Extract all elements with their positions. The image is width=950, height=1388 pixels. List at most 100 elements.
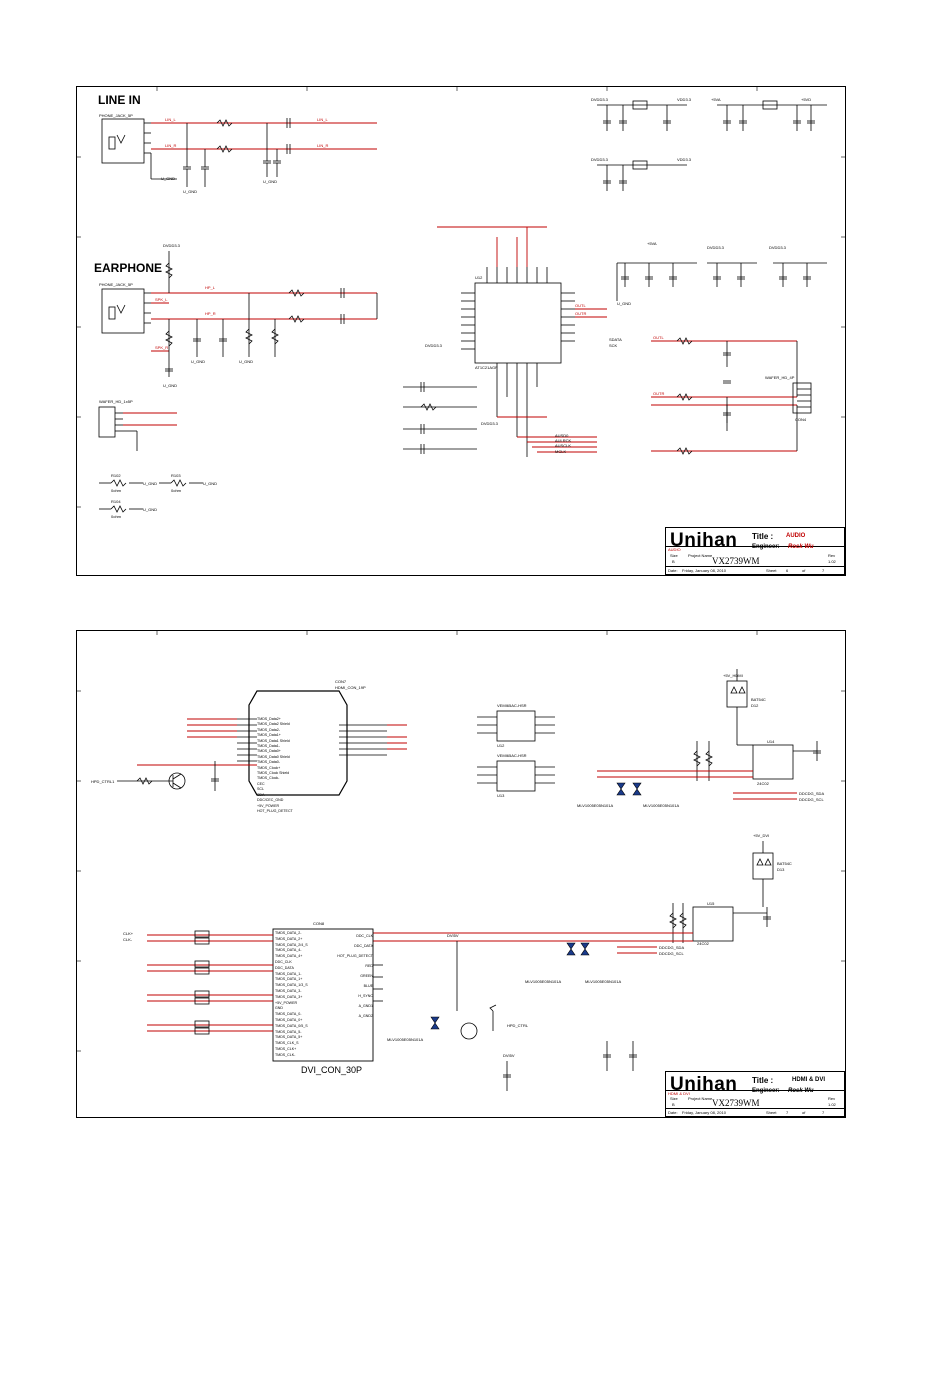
engineer-name: Rock Wu: [788, 1088, 814, 1094]
svg-text:U_GND: U_GND: [263, 179, 277, 184]
dvi-pin-label: TMDS_CLK+: [275, 1046, 297, 1051]
svg-text:R104: R104: [111, 499, 121, 504]
dvi-pin-label: BLUE: [363, 984, 373, 988]
svg-text:OUTR: OUTR: [653, 391, 664, 396]
svg-text:AUSD0: AUSD0: [555, 433, 569, 438]
hdmi-pin-label: +5V_POWER: [257, 803, 280, 808]
dvi-pin-label: TMDS_DATA_0/5_S: [275, 1023, 308, 1028]
hdmi-pin-label: TMDS_Data0 Shield: [257, 754, 290, 759]
svg-text:DVDD3.3: DVDD3.3: [707, 245, 725, 250]
title-block-hdmi-dvi: Unihan Title : HDMI & DVI HDMI & DVI Eng…: [665, 1071, 845, 1117]
hdmi-pin-label: TMDS_Data2+: [257, 717, 281, 721]
dvi-pin-label: +5V_POWER: [275, 1000, 298, 1005]
svg-text:DVDD3.3: DVDD3.3: [591, 97, 609, 102]
dvi-pin-label: TMDS_CLK_S: [275, 1041, 299, 1046]
dvi-pin-label: A_GND1: [358, 1004, 373, 1008]
svg-text:DDCDG_SDA: DDCDG_SDA: [659, 945, 684, 950]
svg-text:MLV1005E05N101A: MLV1005E05N101A: [577, 803, 614, 808]
dvi-pin-label: TMDS_DATA_4-: [275, 948, 302, 953]
svg-text:VDD3.3: VDD3.3: [677, 157, 692, 162]
section-title-earphone: EARPHONE: [94, 261, 163, 275]
svg-text:SPK_L: SPK_L: [155, 297, 168, 302]
project-name: VX2739WM: [712, 556, 760, 566]
svg-text:PHONE_JACK_5P: PHONE_JACK_5P: [99, 282, 133, 287]
svg-text:U_GND: U_GND: [183, 189, 197, 194]
hdmi-pin-label: TMDS_Data2-: [257, 727, 280, 732]
svg-text:24C02: 24C02: [697, 941, 710, 946]
dvi-pin-label: TMDS_DATA_1+: [275, 977, 303, 982]
hdmi-pin-label: HOT_PLUG_DETECT: [257, 808, 293, 813]
svg-text:DVDD3.3: DVDD3.3: [425, 343, 443, 348]
dvi-pin-label: TMDS_DATA_2-: [275, 931, 302, 935]
svg-text:LIN_R: LIN_R: [165, 143, 176, 148]
jack1-label: PHONE_JACK_5P: [99, 113, 133, 118]
dvi-pin-label: GND: [275, 1006, 283, 1011]
svg-text:DVDD3.3: DVDD3.3: [481, 421, 499, 426]
svg-text:BAT54C: BAT54C: [751, 697, 766, 702]
svg-text:0ohm: 0ohm: [111, 488, 122, 493]
dvi-pin-label: TMDS_DATA_0-: [275, 1012, 302, 1017]
svg-text:SPK_R: SPK_R: [155, 345, 168, 350]
svg-text:R103: R103: [171, 473, 181, 478]
svg-text:AULRCK: AULRCK: [555, 438, 572, 443]
hdmi-pin-label: TMDS_Clock+: [257, 765, 281, 770]
svg-text:HDMI_CON_19P: HDMI_CON_19P: [335, 685, 366, 690]
svg-text:CON8: CON8: [313, 921, 325, 926]
svg-text:U_GND: U_GND: [617, 301, 631, 306]
hdmi-pin-label: TMDS_Data0+: [257, 749, 281, 754]
svg-text:CON4: CON4: [795, 417, 807, 422]
svg-text:D13: D13: [777, 867, 785, 872]
dvi-pin-label: HOT_PLUG_DETECT: [337, 954, 373, 958]
svg-text:U_GND: U_GND: [143, 507, 157, 512]
dvi-pin-label: TMDS_DATA_2+: [275, 936, 303, 941]
dvi-pin-label: H_SYNC: [358, 994, 373, 998]
sheet-title: HDMI & DVI: [792, 1077, 825, 1083]
svg-text:HPD_CTRL: HPD_CTRL: [507, 1023, 529, 1028]
svg-text:U_GND: U_GND: [239, 359, 253, 364]
title-block-audio: Unihan Title : AUDIO AUDIO Engineer: Roc…: [665, 527, 845, 575]
schematic-sheet-hdmi-dvi: CON7 HDMI_CON_19P HPD_CTRL1: [76, 630, 846, 1118]
svg-text:CLK-: CLK-: [123, 937, 133, 942]
svg-text:DDCDG_SCL: DDCDG_SCL: [659, 951, 684, 956]
svg-text:U_GND: U_GND: [163, 383, 177, 388]
company-logo: Unihan: [670, 1074, 738, 1095]
company-logo: Unihan: [670, 530, 738, 551]
hdmi-dvi-schematic-drawing: CON7 HDMI_CON_19P HPD_CTRL1: [77, 631, 845, 1091]
dvi-pin-label: DDC_DATA: [275, 965, 294, 970]
dvi-pin-label: DDC_CLK: [356, 934, 373, 938]
svg-text:MLV1005E05N101A: MLV1005E05N101A: [525, 979, 562, 984]
svg-text:MLV1005E05N101A: MLV1005E05N101A: [387, 1037, 424, 1042]
dvi-pin-label: TMDS_DATA_3+: [275, 994, 303, 999]
svg-text:U15: U15: [707, 901, 715, 906]
svg-text:HP_R: HP_R: [205, 311, 216, 316]
svg-text:+5VD: +5VD: [801, 97, 811, 102]
hdmi-pin-label: TMDS_Data1+: [257, 733, 281, 738]
svg-text:OUTL: OUTL: [575, 303, 586, 308]
hdmi-pin-label: TMDS_Data0-: [257, 760, 280, 765]
dvi-pin-label: TMDS_DATA_0+: [275, 1017, 303, 1022]
svg-text:AT1C21AGF: AT1C21AGF: [475, 365, 498, 370]
svg-text:OUTR: OUTR: [575, 311, 586, 316]
svg-text:HP_L: HP_L: [205, 285, 216, 290]
svg-text:U13: U13: [497, 793, 505, 798]
dvi-connector-name: DVI_CON_30P: [301, 1065, 362, 1075]
dvi-pin-label: TMDS_CLK-: [275, 1052, 296, 1057]
svg-text:U_GND: U_GND: [191, 359, 205, 364]
svg-text:U12: U12: [497, 743, 505, 748]
svg-text:U14: U14: [767, 739, 775, 744]
svg-text:DVDD3.3: DVDD3.3: [591, 157, 609, 162]
hdmi-pin-label: TMDS_Clock-: [257, 776, 280, 781]
svg-text:U_GND: U_GND: [161, 176, 175, 181]
svg-text:SDATA: SDATA: [609, 337, 622, 342]
svg-text:AUSCLK: AUSCLK: [555, 443, 571, 448]
svg-text:LIN_R: LIN_R: [317, 143, 328, 148]
svg-text:CON7: CON7: [335, 679, 347, 684]
section-title-line-in: LINE IN: [98, 93, 141, 107]
svg-text:U12: U12: [475, 275, 483, 280]
dvi-pin-label: TMDS_DATA_1-: [275, 971, 302, 976]
dvi-pin-label: RED: [365, 964, 373, 968]
svg-text:VEMI65AC-HSR: VEMI65AC-HSR: [497, 753, 527, 758]
